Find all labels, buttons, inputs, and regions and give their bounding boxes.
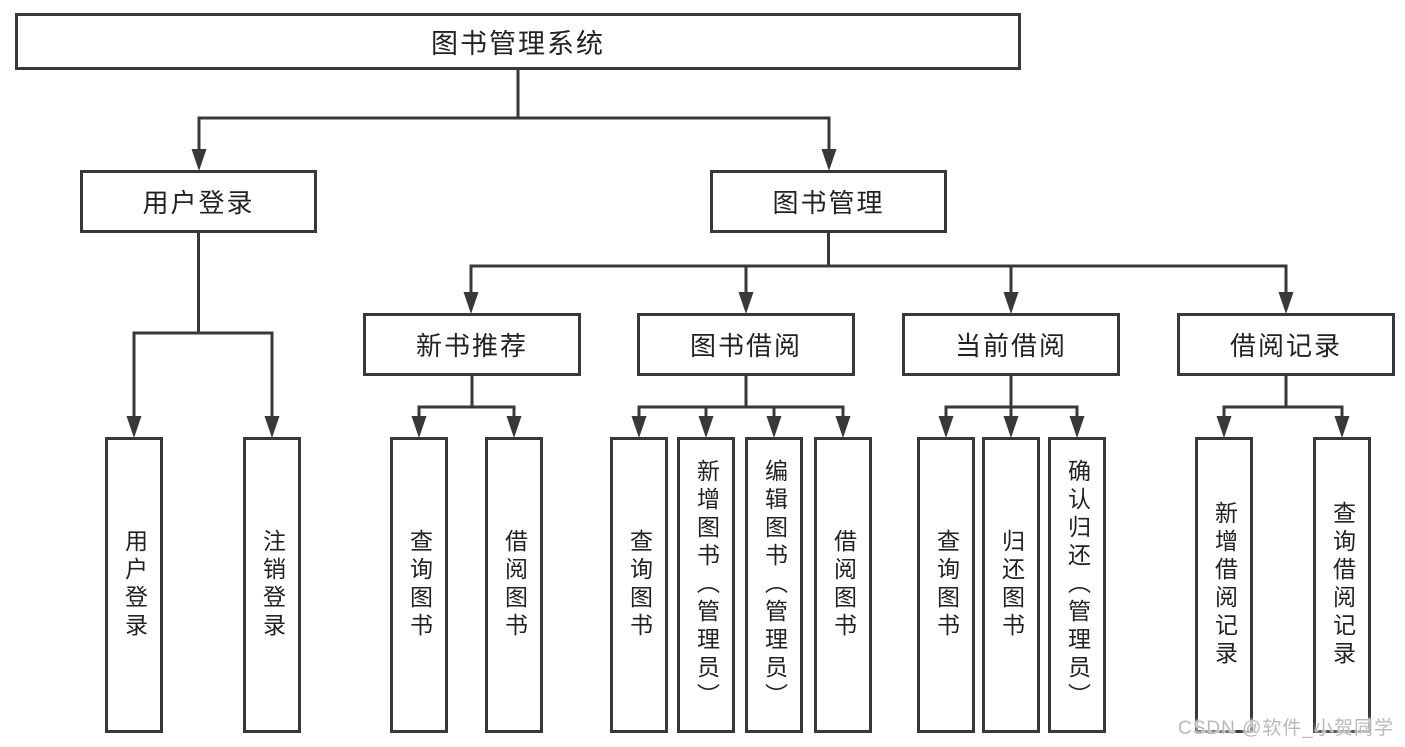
node-user-login: 用户登录 [80, 170, 317, 233]
node-book-management: 图书管理 [710, 170, 947, 233]
leaf-confirm-return-admin: 确认归还（管理员） [1048, 437, 1106, 733]
leaf-edit-book-admin-label: 编辑图书（管理员） [761, 459, 788, 711]
leaf-query-borrow-record: 查询借阅记录 [1313, 437, 1371, 733]
node-book-borrow-label: 图书借阅 [689, 331, 802, 361]
leaf-borrow-books: 借阅图书 [814, 437, 872, 733]
node-borrow-records: 借阅记录 [1177, 313, 1395, 376]
leaf-add-borrow-record-label: 新增借阅记录 [1211, 501, 1238, 669]
leaf-borrow-books-recommend: 借阅图书 [485, 437, 543, 733]
node-new-book-recommend: 新书推荐 [363, 313, 581, 376]
leaf-logout: 注销登录 [243, 437, 301, 733]
leaf-borrow-books-recommend-label: 借阅图书 [501, 529, 528, 641]
node-book-borrow: 图书借阅 [637, 313, 855, 376]
leaf-return-book-label: 归还图书 [998, 529, 1025, 641]
leaf-edit-book-admin: 编辑图书（管理员） [745, 437, 803, 733]
leaf-logout-label: 注销登录 [259, 529, 286, 641]
leaf-borrow-books-label: 借阅图书 [830, 529, 857, 641]
leaf-query-books-current: 查询图书 [917, 437, 975, 733]
node-current-borrow-label: 当前借阅 [954, 331, 1067, 361]
leaf-return-book: 归还图书 [982, 437, 1040, 733]
node-root: 图书管理系统 [15, 13, 1021, 70]
leaf-query-books-borrow: 查询图书 [610, 437, 668, 733]
node-current-borrow: 当前借阅 [902, 313, 1120, 376]
leaf-query-books-recommend-label: 查询图书 [406, 529, 433, 641]
leaf-query-books-current-label: 查询图书 [933, 529, 960, 641]
node-book-management-label: 图书管理 [772, 188, 885, 218]
leaf-add-borrow-record: 新增借阅记录 [1195, 437, 1253, 733]
leaf-user-login-label: 用户登录 [121, 529, 148, 641]
arrowhead-icon [126, 149, 1350, 438]
connector-paths [132, 70, 1344, 419]
leaf-query-borrow-record-label: 查询借阅记录 [1329, 501, 1356, 669]
node-new-book-recommend-label: 新书推荐 [415, 331, 528, 361]
leaf-query-books-recommend: 查询图书 [390, 437, 448, 733]
watermark: CSDN @软件_小贺同学 [1178, 718, 1394, 739]
node-user-login-label: 用户登录 [142, 188, 255, 218]
leaf-query-books-borrow-label: 查询图书 [626, 529, 653, 641]
node-root-label: 图书管理系统 [431, 29, 605, 59]
node-borrow-records-label: 借阅记录 [1229, 331, 1342, 361]
leaf-user-login: 用户登录 [105, 437, 163, 733]
leaf-add-book-admin: 新增图书（管理员） [677, 437, 735, 733]
leaf-add-book-admin-label: 新增图书（管理员） [693, 459, 720, 711]
leaf-confirm-return-admin-label: 确认归还（管理员） [1064, 459, 1091, 711]
